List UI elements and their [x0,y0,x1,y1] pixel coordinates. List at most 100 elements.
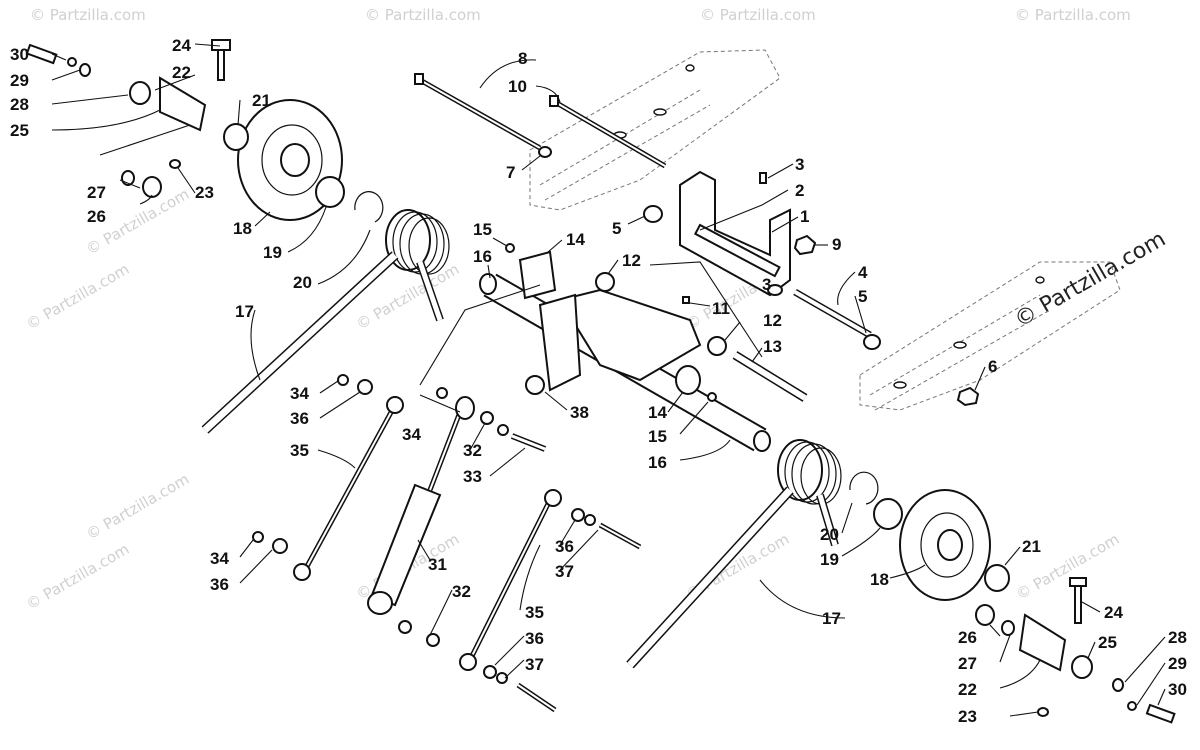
callout-24b: 24 [1104,603,1123,622]
bushing-36d [483,665,497,679]
callout-15b: 15 [648,427,667,446]
watermark-faint: © Partzilla.com [83,470,192,543]
callout-16b: 16 [648,453,667,472]
callout-36d: 36 [525,629,544,648]
callout-12b: 12 [763,311,782,330]
bumper-14b [675,365,701,395]
callout-5b: 5 [858,287,867,306]
axle-block-22b [1018,613,1067,672]
callout-9: 9 [832,235,841,254]
bushing-5b [863,334,881,350]
bearing-21b [984,564,1010,592]
callout-34b: 34 [402,425,421,444]
link-35-right [459,489,562,671]
callout-17: 17 [235,302,254,321]
watermark-faint: © Partzilla.com [30,6,146,24]
callout-30b: 30 [1168,680,1187,699]
callout-21b: 21 [1022,537,1041,556]
callout-28: 28 [10,95,29,114]
bolt-24 [217,47,225,81]
callout-37b: 37 [525,655,544,674]
callout-22: 22 [172,63,191,82]
bolt-8 [414,73,542,151]
callout-23b: 23 [958,707,977,726]
set-screw-23 [169,159,181,169]
washer-15b [707,392,717,402]
callout-21: 21 [252,91,271,110]
callout-23: 23 [195,183,214,202]
callout-3b: 3 [762,275,771,294]
callout-1: 1 [800,207,809,226]
callout-20: 20 [293,273,312,292]
callout-19: 19 [263,243,282,262]
watermark-faint: © Partzilla.com [700,6,816,24]
nut-34b [436,387,448,399]
axle-pin-26b [975,604,995,626]
bushing-5 [643,205,663,223]
callout-30: 30 [10,45,29,64]
callout-22b: 22 [958,680,977,699]
callout-18b: 18 [870,570,889,589]
nut-34c [252,531,264,543]
callout-27: 27 [87,183,106,202]
washer-29b [1127,701,1137,711]
arm-plate [538,293,582,392]
shock-absorber-31 [367,396,475,615]
set-screw-23b [1037,707,1049,717]
callout-17b: 17 [822,609,841,628]
callout-20b: 20 [820,525,839,544]
torsion-spring-right [626,439,842,669]
spacer-32b [398,620,412,634]
washer-27b [1001,620,1015,636]
washer-28 [79,63,91,77]
bushing-38 [525,375,545,395]
callout-7: 7 [506,163,515,182]
watermark-main: © Partzilla.com [1011,227,1171,334]
spacer-32 [480,411,494,425]
callout-5: 5 [612,219,621,238]
callout-36c: 36 [555,537,574,556]
rail-lower [859,261,1121,411]
callout-25: 25 [10,121,29,140]
callout-31: 31 [428,555,447,574]
callout-19b: 19 [820,550,839,569]
bearing-21 [223,123,249,151]
nut-6 [956,386,980,407]
callout-15: 15 [473,220,492,239]
snap-ring-20b [849,471,879,505]
callout-27b: 27 [958,654,977,673]
leader-lines [51,43,1166,717]
washer-28b [1112,678,1124,692]
rail-upper [529,49,781,211]
callout-26: 26 [87,207,106,226]
nut-34 [337,374,349,386]
washer-15 [505,243,515,253]
bolt-30 [25,43,58,65]
callout-14: 14 [566,230,585,249]
link-35-left [293,396,404,581]
callout-10: 10 [508,77,527,96]
callout-11: 11 [712,299,730,318]
watermark-faint: © Partzilla.com [1015,6,1131,24]
callout-38: 38 [570,403,589,422]
bushing-36 [357,379,373,395]
grease-fitting-3 [759,172,767,184]
callout-33: 33 [463,467,482,486]
callout-34c: 34 [210,549,229,568]
bolt-30b [1145,703,1176,724]
callout-2: 2 [795,181,804,200]
callout-18: 18 [233,219,252,238]
callout-24: 24 [172,36,191,55]
callout-29b: 29 [1168,654,1187,673]
callout-16: 16 [473,247,492,266]
callout-12: 12 [622,251,641,270]
watermark-faint: © Partzilla.com [365,6,481,24]
bolt-10 [549,95,667,169]
bolt-24b [1074,582,1082,624]
callout-13: 13 [763,337,782,356]
pivot-bracket-upper [679,170,791,297]
callout-29: 29 [10,71,29,90]
axle-pin-26 [142,176,162,198]
washer-29 [67,57,77,67]
